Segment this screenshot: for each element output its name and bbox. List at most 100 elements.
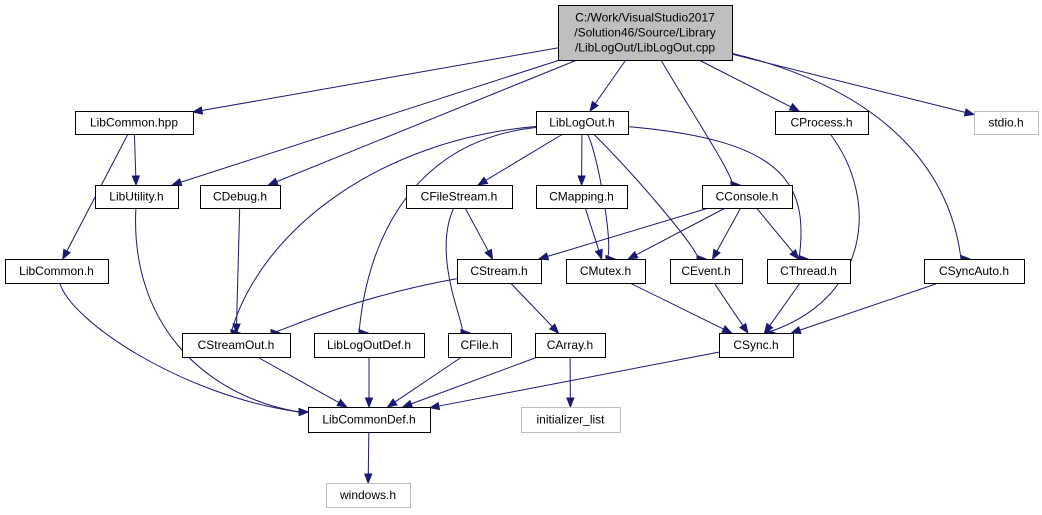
node-cstreamout-h[interactable]: CStreamOut.h — [182, 333, 291, 358]
edge-arrowhead — [788, 102, 801, 112]
edge-cthread_h-to-csync_h — [763, 282, 801, 335]
edge-liblogout_h-to-cfilestream_h — [476, 133, 564, 186]
node-stdio-h[interactable]: stdio.h — [974, 111, 1039, 135]
edge-arrowhead — [963, 108, 976, 117]
node-label: /Solution46/Source/Library — [574, 26, 715, 40]
node-label: CSyncAuto.h — [939, 264, 1009, 278]
node-label: LibCommonDef.h — [322, 413, 415, 427]
edge-line — [716, 207, 742, 252]
node-cmapping-h[interactable]: CMapping.h — [536, 185, 628, 209]
node-windows-h[interactable]: windows.h — [326, 483, 411, 508]
edge-line — [765, 133, 860, 334]
edge-line — [410, 356, 538, 405]
node-cthread-h[interactable]: CThread.h — [767, 259, 851, 284]
edge-line — [636, 207, 726, 256]
edge-line — [799, 282, 939, 331]
node-cfilestream-h[interactable]: CFileStream.h — [406, 185, 513, 209]
node-initializer-list[interactable]: initializer_list — [521, 407, 621, 433]
edge-arrowhead — [790, 325, 802, 334]
edge-cstream_h-to-cstreamout_h — [270, 278, 458, 338]
node-label: /LibLogOut/LibLogOut.cpp — [575, 41, 715, 55]
node-carray-h[interactable]: CArray.h — [535, 333, 606, 358]
edge-arrowhead — [721, 325, 733, 334]
node-csync-h[interactable]: CSync.h — [719, 333, 794, 358]
node-cevent-h[interactable]: CEvent.h — [670, 259, 743, 284]
edge-line — [594, 59, 627, 104]
edge-root-to-liblogout_h — [589, 59, 627, 113]
edge-line — [236, 207, 241, 325]
node-label: CEvent.h — [681, 264, 730, 278]
edge-cstream_h-to-carray_h — [510, 282, 560, 334]
edge-line — [584, 207, 600, 251]
edge-arrowhead — [267, 177, 279, 186]
edge-cprocess_h-to-csync_h — [765, 133, 860, 338]
node-libcommondef-h[interactable]: LibCommonDef.h — [308, 407, 431, 433]
node-cmutex-h[interactable]: CMutex.h — [566, 259, 646, 284]
edge-arrowhead — [589, 100, 599, 113]
edge-line — [367, 431, 370, 475]
edge-arrowhead — [484, 248, 494, 261]
edge-cconsole_h-to-cmutex_h — [627, 207, 726, 260]
edge-arrowhead — [476, 176, 489, 186]
edge-line — [756, 207, 794, 253]
edge-arrowhead — [789, 248, 800, 261]
node-cprocess-h[interactable]: CProcess.h — [775, 111, 869, 135]
node-label: CMapping.h — [549, 190, 614, 204]
edge-liblogoutdef_h-to-libcommondef_h — [364, 357, 374, 409]
node-libutility-h[interactable]: LibUtility.h — [95, 185, 179, 209]
edge-cconsole_h-to-cstream_h — [537, 207, 709, 261]
edge-arrowhead — [739, 322, 749, 335]
node-root[interactable]: C:/Work/VisualStudio2017/Solution46/Sour… — [558, 5, 733, 61]
edge-arrowhead — [364, 473, 373, 485]
edge-arrowhead — [298, 407, 310, 417]
edge-arrowhead — [386, 398, 398, 408]
edge-csyncauto_h-to-csync_h — [790, 282, 939, 334]
node-box — [326, 483, 411, 508]
edge-arrowhead — [170, 178, 183, 187]
node-box — [200, 185, 281, 209]
edge-line — [627, 126, 802, 260]
node-label: windows.h — [339, 488, 396, 502]
node-box — [5, 259, 109, 284]
node-label: CFile.h — [460, 338, 498, 352]
node-box — [924, 259, 1025, 284]
node-box — [566, 259, 646, 284]
node-label: CFileStream.h — [421, 190, 498, 204]
node-label: LibCommon.h — [19, 264, 94, 278]
node-csyncauto-h[interactable]: CSyncAuto.h — [924, 259, 1025, 284]
edge-cmapping_h-to-cmutex_h — [584, 207, 603, 261]
node-label: CDebug.h — [213, 190, 267, 204]
node-box — [75, 111, 194, 135]
node-box — [448, 333, 512, 358]
node-box — [521, 407, 621, 433]
node-libcommon-h[interactable]: LibCommon.h — [5, 259, 109, 284]
edge-libcommondef_h-to-windows_h — [364, 431, 373, 485]
edge-root-to-libcommon_hpp — [191, 47, 559, 115]
node-box — [767, 259, 851, 284]
node-box — [536, 111, 629, 135]
edge-line — [133, 133, 137, 177]
edge-arrowhead — [594, 248, 603, 261]
node-box — [775, 111, 869, 135]
node-liblogoutdef-h[interactable]: LibLogOutDef.h — [314, 333, 425, 358]
edge-root-to-csyncauto_h — [731, 52, 972, 264]
edge-cmutex_h-to-csync_h — [629, 282, 733, 334]
edge-line — [660, 59, 733, 186]
edge-line — [180, 59, 560, 183]
edge-cfile_h-to-libcommondef_h — [386, 356, 462, 408]
edge-carray_h-to-initializer_list — [566, 356, 575, 409]
node-cfile-h[interactable]: CFile.h — [448, 333, 512, 358]
node-libcommon-hpp[interactable]: LibCommon.hpp — [75, 111, 194, 135]
edge-arrowhead — [364, 397, 374, 409]
node-cstream-h[interactable]: CStream.h — [457, 259, 542, 284]
edge-csync_h-to-libcommondef_h — [428, 351, 720, 411]
edge-line — [59, 282, 300, 413]
node-liblogout-h[interactable]: LibLogOut.h — [536, 111, 629, 135]
edge-root-to-cconsole_h — [660, 59, 742, 190]
edge-arrowhead — [131, 175, 141, 187]
node-cconsole-h[interactable]: CConsole.h — [702, 185, 793, 209]
edge-line — [731, 52, 962, 260]
node-cdebug-h[interactable]: CDebug.h — [200, 185, 281, 209]
node-label: CProcess.h — [790, 116, 852, 130]
node-label: CStream.h — [470, 264, 527, 278]
